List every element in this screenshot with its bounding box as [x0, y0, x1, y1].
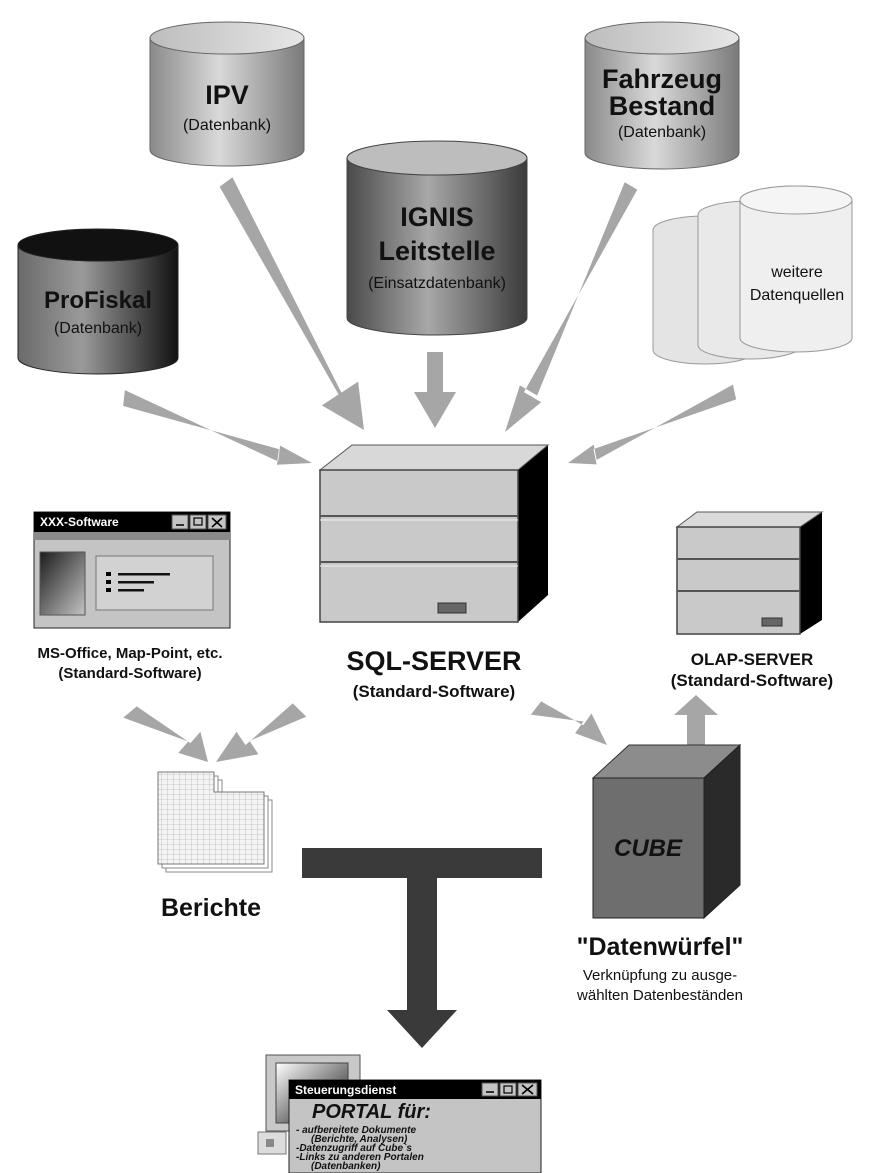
- ignis-name-line2: Leitstelle: [378, 236, 495, 266]
- arrow-profiskal-to-sql: [123, 390, 312, 465]
- ignis-name-line1: IGNIS: [400, 202, 474, 232]
- portal-line-1: - aufbereitete Dokumente: [296, 1125, 416, 1136]
- profiskal-type: (Datenbank): [54, 320, 142, 337]
- profiskal-name: ProFiskal: [44, 287, 152, 314]
- berichte-documents: Berichte: [157, 771, 273, 922]
- xxx-caption-line1: MS-Office, Map-Point, etc.: [37, 645, 222, 662]
- olap-server: OLAP-SERVER (Standard-Software): [671, 511, 833, 690]
- weitere-line1: weitere: [770, 264, 823, 281]
- ipv-name: IPV: [205, 80, 249, 110]
- portal-window-title: Steuerungsdienst: [295, 1083, 396, 1097]
- db-ipv: IPV (Datenbank): [149, 21, 305, 167]
- arrow-cube-to-olap: [674, 695, 718, 762]
- db-fahrzeug-bestand: Fahrzeug Bestand (Datenbank): [584, 21, 740, 170]
- fahrzeug-name-line1: Fahrzeug: [602, 64, 722, 94]
- xxx-window-controls: [171, 514, 227, 530]
- portal-line-5: (Datenbanken): [311, 1161, 381, 1172]
- arrow-xxx-to-berichte: [123, 706, 208, 762]
- sql-server-title: SQL-SERVER: [346, 646, 521, 676]
- portal-window: Steuerungsdienst PORTAL für: - aufbereit…: [257, 1054, 542, 1173]
- xxx-software-window: XXX-Software MS-Office, Map-Point, etc. …: [33, 511, 231, 682]
- weitere-line2: Datenquellen: [750, 287, 844, 304]
- xxx-caption-line2: (Standard-Software): [58, 665, 201, 682]
- sql-server-subtitle: (Standard-Software): [353, 682, 515, 701]
- arrows: [123, 177, 737, 1048]
- db-ignis-leitstelle: IGNIS Leitstelle (Einsatzdatenbank): [346, 140, 528, 336]
- db-weitere-datenquellen: weitere Datenquellen: [652, 185, 853, 365]
- berichte-label: Berichte: [161, 894, 261, 922]
- arrow-weitere-to-sql: [568, 384, 737, 465]
- arrow-ipv-to-sql: [219, 177, 364, 430]
- cube-face-label: CUBE: [614, 835, 683, 862]
- arrow-portal-t: [302, 848, 542, 1048]
- cube: CUBE "Datenwürfel" Verknüpfung zu ausge-…: [576, 743, 744, 1004]
- ipv-type: (Datenbank): [183, 117, 271, 134]
- portal-line-4: -Links zu anderen Portalen: [296, 1152, 424, 1163]
- portal-heading: PORTAL für:: [312, 1101, 431, 1123]
- olap-server-subtitle: (Standard-Software): [671, 671, 833, 690]
- db-profiskal: ProFiskal (Datenbank): [17, 228, 179, 375]
- portal-line-3: -Datenzugriff auf Cube`s: [296, 1143, 412, 1154]
- portal-line-2: (Berichte, Analysen): [311, 1134, 408, 1145]
- arrow-fahrzeug-to-sql: [505, 182, 638, 432]
- cube-title: "Datenwürfel": [577, 933, 744, 961]
- olap-server-title: OLAP-SERVER: [691, 650, 814, 669]
- sql-server: SQL-SERVER (Standard-Software): [318, 444, 550, 701]
- ignis-type: (Einsatzdatenbank): [368, 275, 506, 292]
- xxx-window-title: XXX-Software: [40, 515, 119, 529]
- cube-desc-line2: wählten Datenbeständen: [576, 987, 743, 1004]
- arrow-sql-to-berichte: [216, 703, 307, 762]
- fahrzeug-type: (Datenbank): [618, 124, 706, 141]
- cube-desc-line1: Verknüpfung zu ausge-: [583, 967, 737, 984]
- arrow-ignis-to-sql: [414, 352, 456, 428]
- fahrzeug-name-line2: Bestand: [609, 91, 716, 121]
- portal-window-controls: [481, 1082, 538, 1097]
- arrow-sql-to-cube: [530, 701, 607, 745]
